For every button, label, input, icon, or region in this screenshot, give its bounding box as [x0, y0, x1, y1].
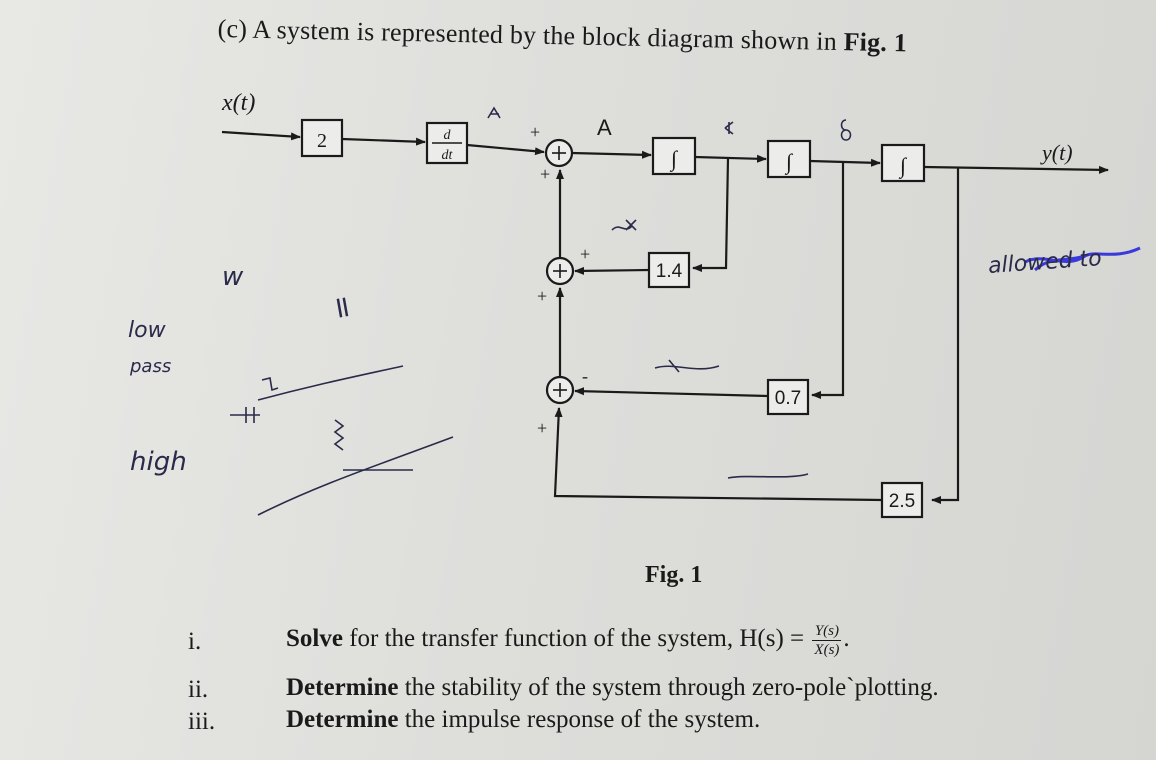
- note-high: high: [130, 447, 187, 477]
- sum3-right-sign: -: [582, 366, 588, 386]
- node-label-a: A: [597, 115, 612, 140]
- gain-1-4-label: 1.4: [656, 261, 683, 282]
- integrator-2-symbol: ∫: [784, 149, 794, 175]
- arrow-to-derivative: [341, 137, 426, 146]
- derivative-den: dt: [442, 148, 454, 163]
- arrow-to-integrator2: [694, 154, 767, 163]
- arrow-to-integrator3: [809, 158, 881, 167]
- question-ii-body: the stability of the system through zero…: [398, 674, 939, 701]
- gain-2-label: 2: [317, 130, 327, 152]
- gain-2-5-label: 2.5: [889, 491, 915, 512]
- feedback-line-3: [931, 168, 960, 504]
- arrow-to-sum3-bottom: [553, 407, 883, 502]
- question-ii-number: ii.: [188, 676, 209, 703]
- fraction-denominator: X(s): [814, 642, 840, 658]
- arrow-to-sum2: [574, 266, 650, 275]
- question-iii-body: the impulse response of the system.: [398, 706, 761, 733]
- integrator-3-symbol: ∫: [898, 153, 908, 179]
- input-label: x(t): [221, 90, 255, 116]
- input-arrow: [221, 130, 301, 141]
- arrow-to-sum1: [466, 143, 545, 156]
- note-w: w: [222, 262, 244, 292]
- figure-caption: Fig. 1: [645, 562, 703, 588]
- output-arrow: [923, 165, 1109, 174]
- arrow-to-sum3: [574, 387, 769, 398]
- question-iii-verb: Determine: [286, 706, 399, 733]
- gain-block-0-7: [766, 378, 810, 416]
- feedback-line-1: [692, 157, 730, 272]
- fraction-numerator: Y(s): [812, 622, 842, 641]
- arrow-to-integrator1: [571, 150, 652, 159]
- feedback-line-2: [811, 162, 845, 399]
- question-ii-text: Determine the stability of the system th…: [286, 674, 939, 702]
- question-i-tail: .: [843, 625, 850, 653]
- integrator-block-2: [766, 139, 812, 179]
- sum1-top-sign: +: [530, 122, 540, 142]
- note-low: low: [128, 318, 166, 343]
- output-label: y(t): [1040, 140, 1073, 165]
- blue-scribble: [1024, 246, 1141, 272]
- gain-block-1-4: [647, 251, 691, 289]
- question-i-body: for the transfer function of the system,…: [342, 625, 811, 653]
- sum2-right-sign: +: [580, 244, 590, 264]
- transfer-fraction: Y(s)X(s): [812, 622, 842, 659]
- derivative-num: d: [444, 128, 452, 143]
- question-iii-text: Determine the impulse response of the sy…: [286, 706, 760, 734]
- sum3-bottom-sign: +: [537, 418, 547, 438]
- sum1-bottom-sign: +: [540, 164, 550, 184]
- question-iii-number: iii.: [188, 708, 216, 735]
- sum2-bottom-sign: +: [537, 286, 547, 306]
- gain-0-7-label: 0.7: [775, 388, 801, 409]
- question-ii-verb: Determine: [286, 674, 399, 701]
- integrator-1-symbol: ∫: [669, 146, 679, 172]
- integrator-block-1: [651, 136, 697, 176]
- question-i-number: i.: [188, 628, 202, 655]
- question-i-text: Solve for the transfer function of the s…: [286, 622, 850, 659]
- integrator-block-3: [880, 143, 926, 183]
- note-pass: pass: [130, 356, 172, 377]
- gain-block-2: [300, 118, 344, 158]
- pen-scribbles: [230, 106, 852, 516]
- question-i-verb: Solve: [286, 625, 343, 653]
